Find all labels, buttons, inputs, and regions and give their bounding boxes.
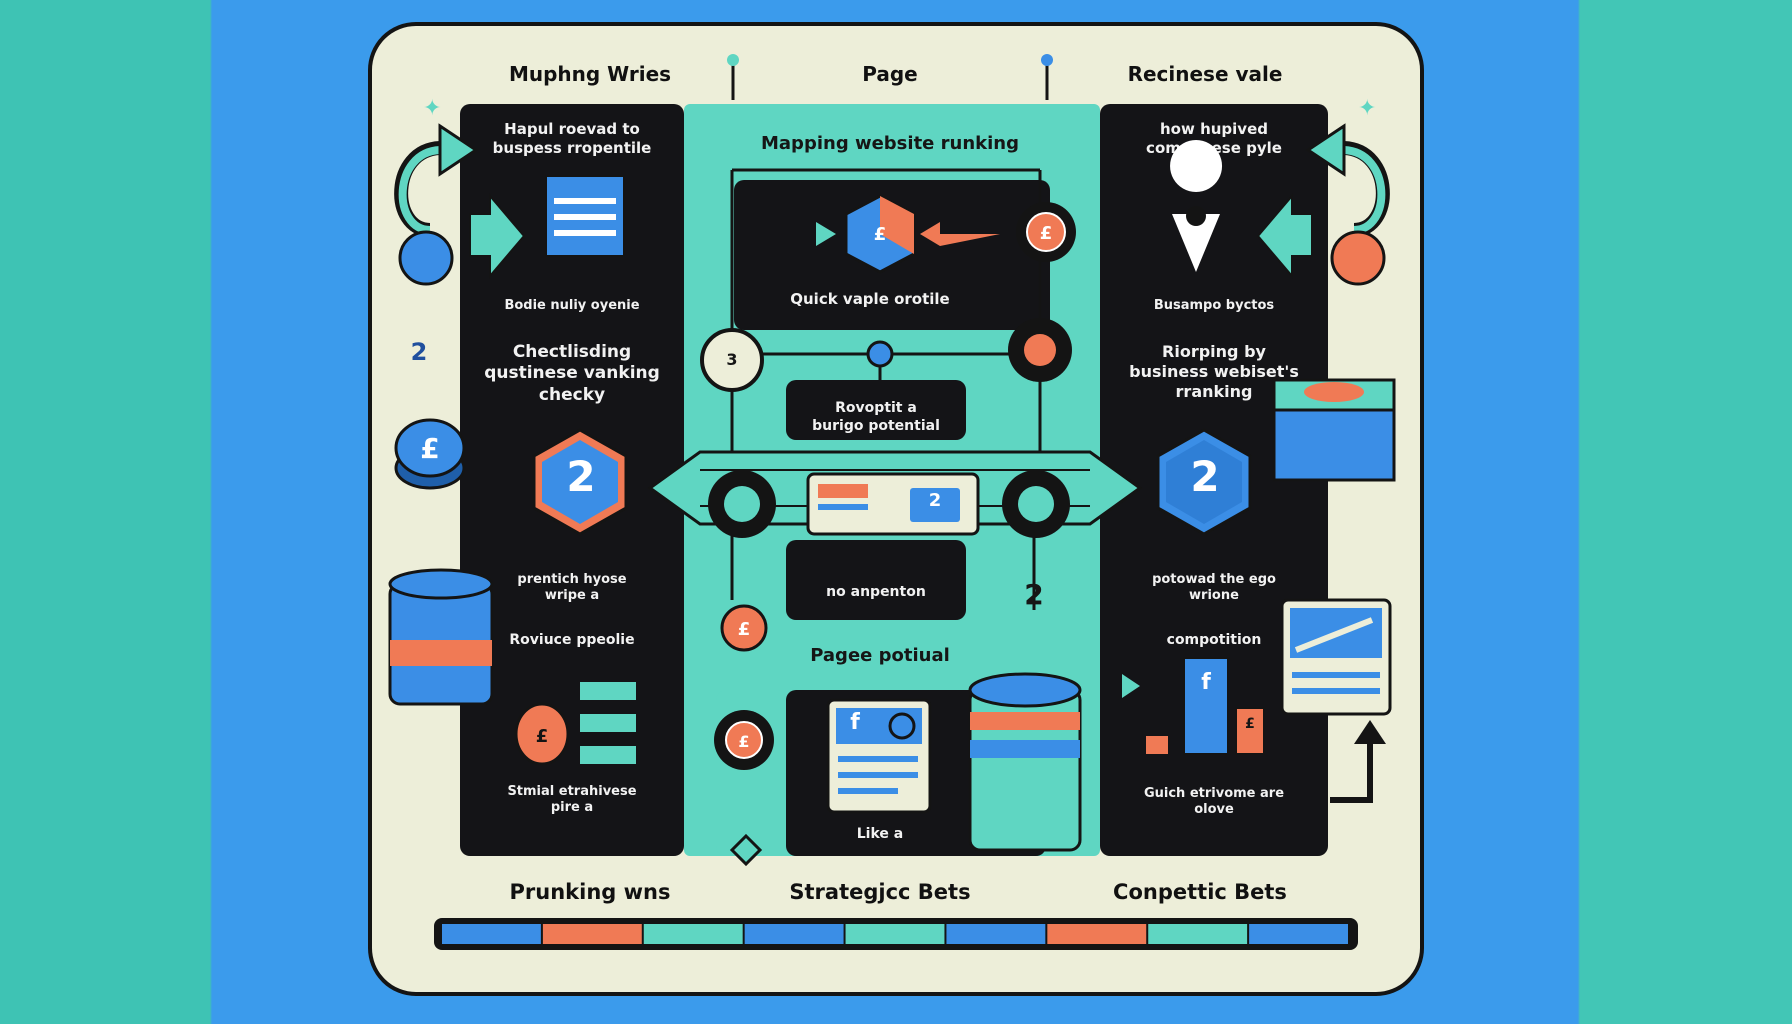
footer-right: Conpettic Bets	[1113, 880, 1287, 904]
right-lower-caption: compotition	[1166, 632, 1262, 648]
gear-icon	[1016, 202, 1076, 262]
coin-icon	[394, 418, 466, 490]
sparkle-icon: ✦	[423, 96, 441, 121]
svg-text:£: £	[1040, 223, 1053, 244]
left-lower-caption: Roviuce ppeolie	[509, 632, 635, 648]
center-bottom-caption: Like a	[856, 826, 904, 842]
badge-left-number: 2	[566, 452, 596, 501]
step-center-number: 3	[726, 350, 738, 369]
left-mid-text: Chectlisding qustinese vanking checky	[484, 342, 660, 405]
svg-text:£: £	[420, 432, 439, 465]
coin-stack-icon	[388, 568, 494, 706]
right-top-caption: Busampo byctos	[1153, 298, 1275, 313]
footer-left: Prunking wns	[509, 880, 671, 904]
progress-segment	[442, 924, 541, 944]
center-mid-dark	[786, 380, 966, 440]
bottom-step-number: 2	[1024, 578, 1044, 611]
step-left-number: 2	[410, 338, 428, 366]
progress-segment	[1148, 924, 1248, 944]
left-top-caption: Bodie nuliy oyenie	[504, 298, 640, 313]
center-low-dark	[786, 540, 966, 620]
svg-text:£: £	[536, 726, 549, 747]
progress-segment	[946, 924, 1046, 944]
header-right: Recinese vale	[1127, 62, 1283, 86]
left-bottom-caption: Stmial etrahivese pire a	[507, 784, 637, 816]
center-mid-caption: Quick vaple orotile	[790, 290, 950, 308]
center-small-caption: no anpenton	[826, 584, 926, 600]
badge-right-number: 2	[1190, 452, 1220, 501]
progress-segment	[744, 924, 844, 944]
right-mid-text: Riorping by business webiset's rranking	[1129, 342, 1299, 401]
gear-icon	[1008, 318, 1072, 382]
svg-text:£: £	[874, 224, 887, 245]
right-bar-currency: f	[1201, 670, 1211, 695]
document-icon	[545, 175, 625, 257]
chart-card-icon	[1280, 598, 1392, 716]
center-card-number: 2	[928, 490, 942, 511]
svg-text:£: £	[738, 732, 749, 751]
left-top-text: Hapul roevad to buspess rropentile	[492, 120, 652, 157]
progress-segment	[643, 924, 743, 944]
right-badge-caption: potowad the ego wrione	[1152, 572, 1276, 604]
stacked-cards-icon	[1272, 378, 1396, 482]
progress-segment	[845, 924, 945, 944]
progress-segment	[1249, 924, 1348, 944]
money-bag-icon	[514, 702, 570, 766]
location-pin-icon	[1170, 140, 1223, 272]
svg-text:£: £	[738, 619, 751, 640]
left-badge-caption: prentich hyose wripe a	[517, 572, 627, 604]
header-center: Page	[862, 62, 918, 86]
right-bottom-caption: Guich etrivome are olove	[1143, 786, 1285, 818]
hexagon-currency-icon	[844, 194, 916, 274]
center-top-banner: Mapping website runking	[761, 133, 1019, 154]
footer-center: Strategjcc Bets	[789, 880, 971, 904]
card-currency-f: f	[850, 710, 860, 735]
right-bar-currency-e: £	[1245, 716, 1255, 732]
svg-text:✦: ✦	[1358, 96, 1376, 121]
center-box-caption: Rovoptit a burigo potential	[812, 400, 940, 434]
progress-segment	[1047, 924, 1147, 944]
header-left: Muphng Wries	[508, 62, 672, 86]
center-bottom-banner: Pagee potiual	[810, 645, 950, 666]
coin-stack-icon	[968, 672, 1082, 852]
progress-segment	[542, 924, 642, 944]
